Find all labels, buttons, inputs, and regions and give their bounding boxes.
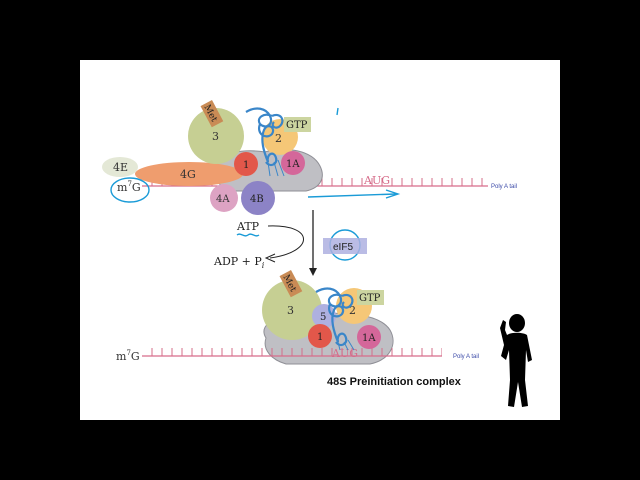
scanning-arrow-annotation bbox=[307, 193, 397, 198]
atp-label: ATP bbox=[236, 220, 260, 233]
eif4g bbox=[135, 162, 243, 186]
eif3-label: 3 bbox=[212, 130, 219, 143]
tick-mark-annotation bbox=[336, 107, 339, 116]
eif4e-label: 4E bbox=[113, 161, 128, 174]
presenter-silhouette bbox=[500, 314, 532, 407]
eif4a bbox=[210, 184, 238, 212]
bottom-eif5-label: 5 bbox=[320, 312, 326, 323]
eif5-label: eIF5 bbox=[333, 242, 353, 253]
bottom-mrna-ticks bbox=[148, 348, 442, 356]
bottom-mrna: m7G AUG Poly A tail bbox=[116, 347, 479, 363]
top-gtp-label: GTP bbox=[286, 120, 308, 131]
eif4b bbox=[241, 181, 275, 215]
reaction: ATP ADP + Pi eIF5 bbox=[213, 210, 367, 276]
bottom-eif1a-label: 1A bbox=[362, 333, 376, 344]
eif1a bbox=[281, 151, 305, 175]
top-gtp-tag bbox=[284, 117, 311, 132]
bottom-gtp-tag bbox=[357, 290, 384, 305]
top-aug-label: AUG bbox=[363, 174, 390, 187]
eif3 bbox=[188, 108, 244, 164]
top-complex: m7G AUG Poly A tail 4G 4E 3 2 1 1A 4A 4B bbox=[102, 100, 517, 215]
bottom-aug-label: AUG bbox=[331, 347, 358, 360]
eif4e bbox=[102, 157, 138, 177]
bottom-eif2-label: 2 bbox=[349, 304, 356, 317]
atp-underline-annotation bbox=[236, 233, 260, 237]
eif1 bbox=[234, 152, 258, 176]
translation-initiation-diagram: m7G AUG Poly A tail 4G 4E 3 2 1 1A 4A 4B bbox=[102, 100, 532, 407]
bottom-gtp-label: GTP bbox=[359, 293, 381, 304]
bottom-eif1 bbox=[308, 324, 332, 348]
eif5-tag bbox=[323, 238, 367, 254]
cap-circle-annotation bbox=[110, 177, 150, 203]
atp-curve-arrow bbox=[267, 225, 304, 259]
bottom-poly-a-label: Poly A tail bbox=[453, 354, 479, 360]
eif1-label: 1 bbox=[243, 160, 249, 171]
eif4b-label: 4B bbox=[250, 194, 264, 205]
eif2-label: 2 bbox=[275, 132, 282, 145]
bottom-eif1a bbox=[357, 325, 381, 349]
bottom-trna bbox=[315, 287, 355, 351]
eif1a-label: 1A bbox=[286, 159, 300, 170]
bottom-cap-label: m7G bbox=[116, 349, 140, 363]
complex-caption: 48S Preinitiation complex bbox=[327, 376, 462, 388]
top-cap-label: m7G bbox=[117, 180, 141, 194]
bottom-complex: m7G AUG Poly A tail 3 2 5 1 1A Met GTP 4 bbox=[116, 270, 479, 388]
bottom-eif1-label: 1 bbox=[317, 332, 323, 343]
top-poly-a-label: Poly A tail bbox=[491, 184, 517, 190]
bottom-eif3 bbox=[262, 280, 322, 340]
slide-canvas: m7G AUG Poly A tail 4G 4E 3 2 1 1A 4A 4B bbox=[80, 60, 560, 420]
eif4g-label: 4G bbox=[180, 168, 196, 181]
eif4a-label: 4A bbox=[216, 194, 230, 205]
bottom-eif3-label: 3 bbox=[287, 304, 294, 317]
adp-pi-label: ADP + Pi bbox=[213, 255, 265, 270]
top-trna bbox=[245, 107, 285, 177]
